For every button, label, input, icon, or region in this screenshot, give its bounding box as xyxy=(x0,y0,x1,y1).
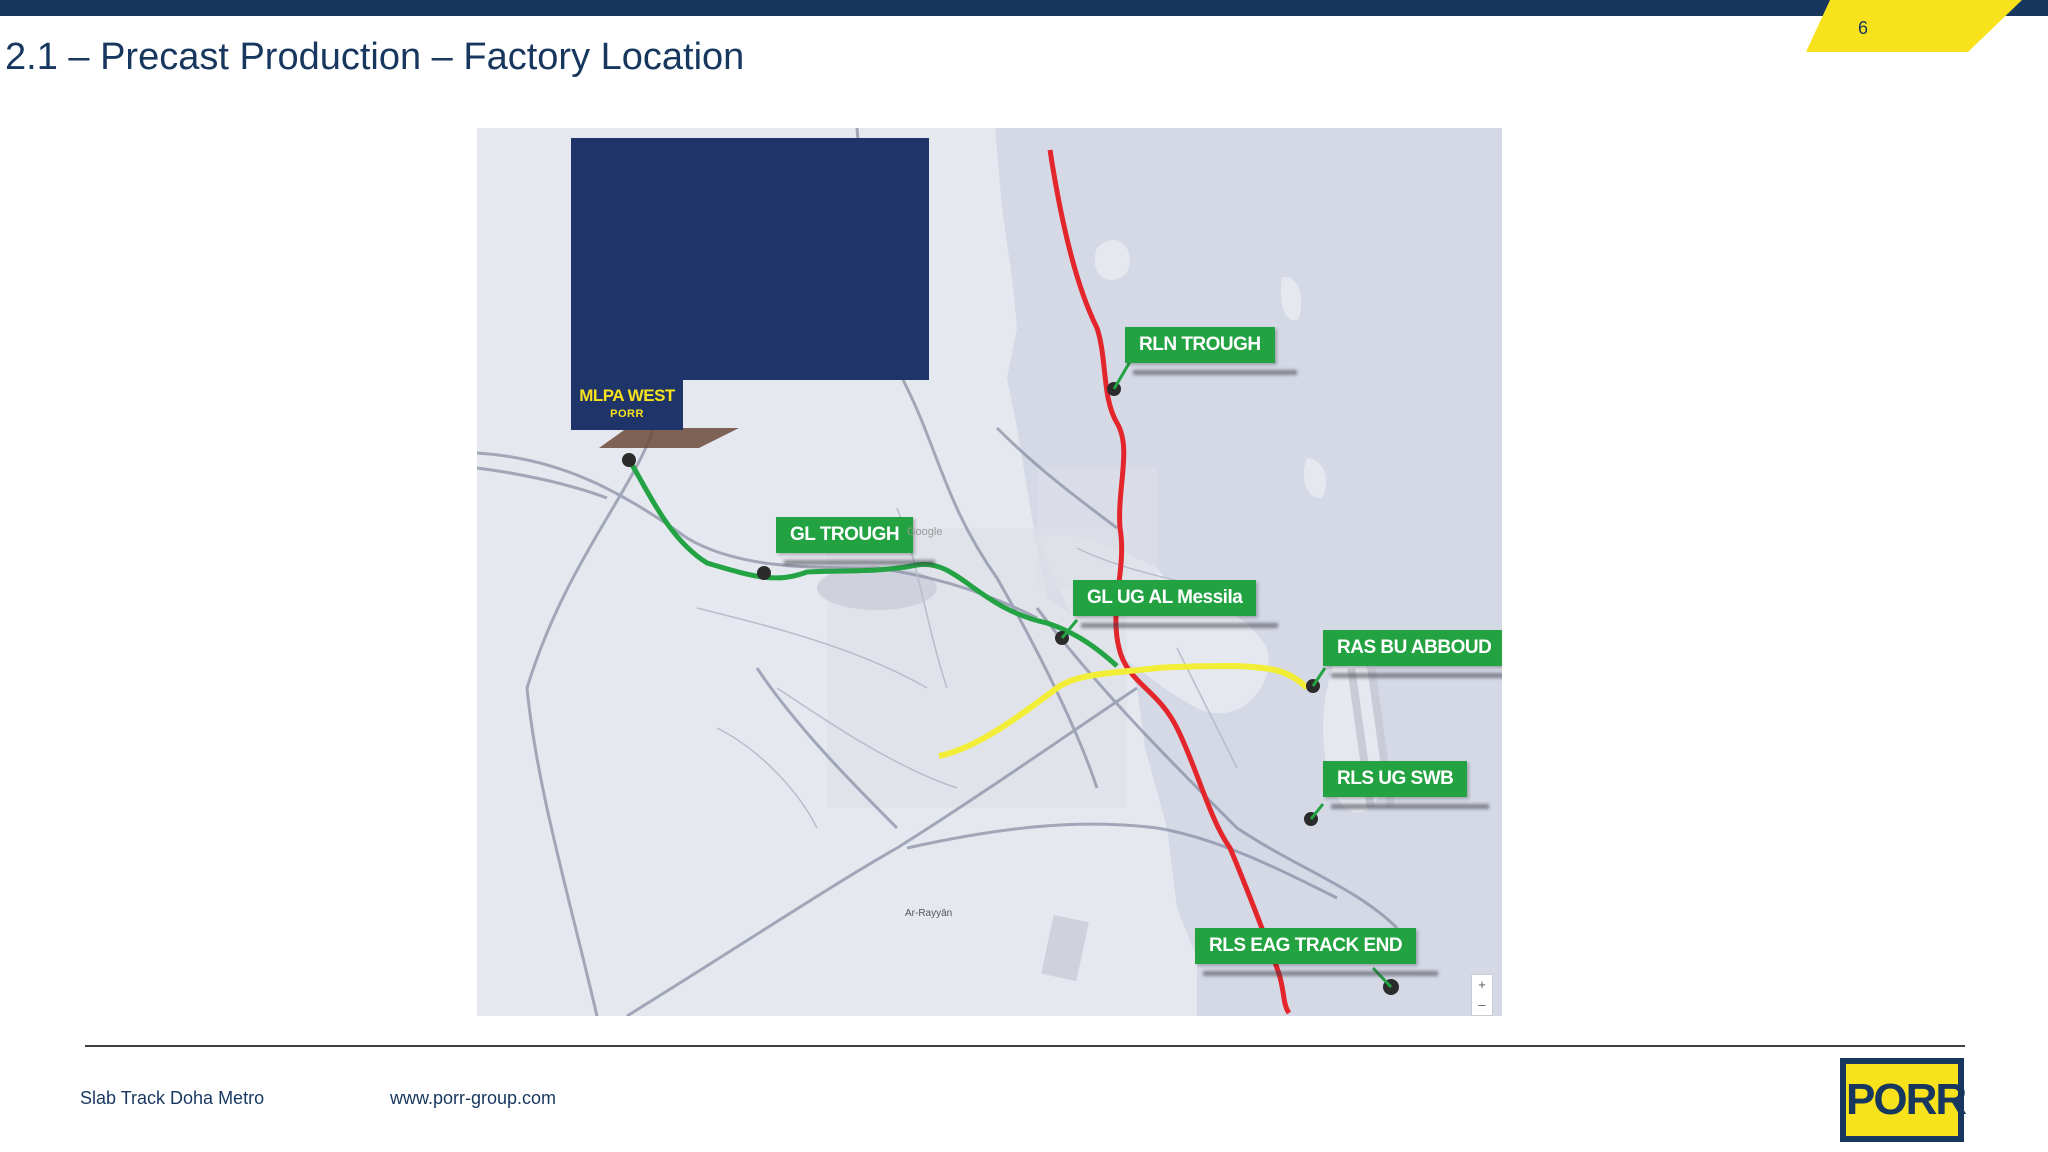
footer-project: Slab Track Doha Metro xyxy=(80,1088,265,1108)
footer-url[interactable]: www.porr-group.com xyxy=(390,1088,557,1108)
label-rln-trough: RLN TROUGH xyxy=(1125,327,1275,363)
porr-logo: PORR xyxy=(1840,1058,1967,1142)
zoom-in-button[interactable]: + xyxy=(1478,977,1486,992)
green-line xyxy=(626,458,1119,668)
factory-name: MLPA WEST xyxy=(579,386,675,405)
zoom-out-button[interactable]: – xyxy=(1478,997,1486,1012)
google-watermark: Google xyxy=(907,526,943,538)
red-line xyxy=(1047,149,1292,1015)
footer-divider xyxy=(85,1045,1965,1047)
porr-logo-text: PORR xyxy=(1846,1064,1967,1136)
factory-label: MLPA WEST PORR xyxy=(571,376,683,430)
slide-title: 2.1 – Precast Production – Factory Locat… xyxy=(5,36,745,78)
page-number-tab xyxy=(1806,0,2022,52)
label-rls-eag: RLS EAG TRACK END xyxy=(1195,928,1417,964)
factory-inset xyxy=(571,138,929,380)
label-rls-ug-swb: RLS UG SWB xyxy=(1323,761,1468,797)
place-ar-rayyan: Ar-Rayyān xyxy=(905,908,953,919)
label-ras-bu-abboud: RAS BU ABBOUD xyxy=(1323,630,1502,666)
label-gl-ug: GL UG AL Messila xyxy=(1073,580,1257,616)
top-bar xyxy=(0,0,2048,16)
factory-logo: PORR xyxy=(610,408,644,420)
page-number: 6 xyxy=(1858,18,1869,38)
yellow-line xyxy=(938,662,1310,759)
label-gl-trough: GL TROUGH xyxy=(776,517,914,553)
zoom-control[interactable]: + – xyxy=(1471,974,1493,1016)
map[interactable]: MLPA WEST PORR RLN TROUGH GL TROUGH GL U… xyxy=(477,128,1502,1016)
